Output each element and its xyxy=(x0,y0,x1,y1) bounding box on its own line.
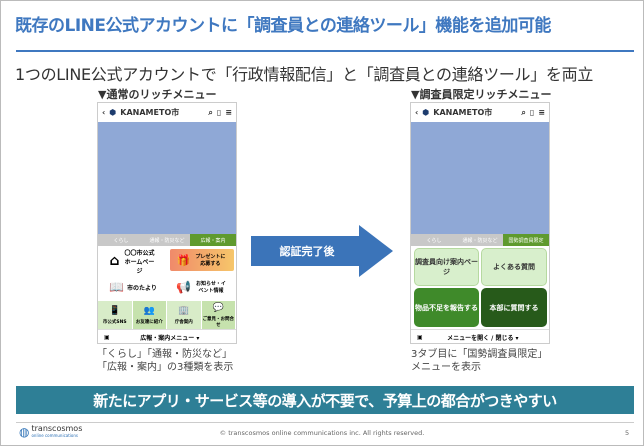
search-icon[interactable]: ⌕ xyxy=(521,107,526,117)
chat-area xyxy=(98,122,236,234)
faq-button[interactable]: よくある質問 xyxy=(481,248,547,286)
menu-icon[interactable]: ≡ xyxy=(538,108,545,117)
right-label: ▼調査員限定リッチメニュー xyxy=(411,88,552,101)
phone-normal-menu: ‹ ⬢ KANAMETO市 ⌕ ▯ ≡ くらし 通報・防災など 広報・案内 ⌂〇… xyxy=(97,102,237,344)
footer-divider xyxy=(16,422,634,423)
shield-icon: ⬢ xyxy=(109,108,117,117)
book-icon: 📖 xyxy=(109,280,125,294)
rich-menu: 調査員向け案内ページ よくある質問 物品不足を報告する 本部に質問する xyxy=(411,246,549,329)
tab-pr[interactable]: 広報・案内 xyxy=(190,234,236,246)
account-name: KANAMETO市 xyxy=(120,108,180,117)
refer-button[interactable]: 👥お友達に紹介 xyxy=(132,301,167,329)
tab-report[interactable]: 通報・防災など xyxy=(144,234,190,246)
arrow-label: 認証完了後 xyxy=(279,245,335,258)
copyright: © transcosmos online communications inc.… xyxy=(219,429,425,437)
tab-report[interactable]: 通報・防災など xyxy=(457,234,503,246)
chat-bubble-icon: 💬 xyxy=(212,302,224,313)
ask-hq-button[interactable]: 本部に質問する xyxy=(481,288,547,327)
title-divider xyxy=(16,50,634,52)
search-icon[interactable]: ⌕ xyxy=(208,107,213,117)
sns-button[interactable]: 📱市公式SNS xyxy=(98,301,133,329)
back-icon[interactable]: ‹ xyxy=(102,108,106,117)
company-logo: ◍ transcosmos online communications xyxy=(19,424,83,440)
logo-sub: online communications xyxy=(31,433,78,438)
gift-icon: 🎁 xyxy=(176,253,191,267)
tab-kurashi[interactable]: くらし xyxy=(411,234,457,246)
keyboard-icon: ▣ xyxy=(417,333,423,341)
arrow-icon xyxy=(251,225,393,277)
note-icon[interactable]: ▯ xyxy=(529,108,535,117)
line-header: ‹ ⬢ KANAMETO市 ⌕ ▯ ≡ xyxy=(98,103,236,122)
summary-banner: 新たにアプリ・サービス等の導入が不要で、予算上の都合がつきやすい xyxy=(16,386,634,414)
menu-icon[interactable]: ≡ xyxy=(225,108,232,117)
menu-toggle-bar[interactable]: ▣メニューを開く / 閉じる ▾ xyxy=(411,329,549,344)
right-caption: 3タブ目に「国勢調査員限定」メニューを表示 xyxy=(411,349,548,373)
slide-title: 既存のLINE公式アカウントに「調査員との連絡ツール」機能を追加可能 xyxy=(15,16,551,36)
back-icon[interactable]: ‹ xyxy=(415,108,419,117)
chat-area xyxy=(411,122,549,234)
homepage-button[interactable]: ⌂〇〇市公式ホームページ xyxy=(109,249,155,275)
left-label: ▼通常のリッチメニュー xyxy=(98,88,217,101)
megaphone-icon: 📢 xyxy=(176,280,191,294)
office-button[interactable]: 🏢庁舎案内 xyxy=(167,301,202,329)
globe-icon: ◍ xyxy=(19,425,30,439)
note-icon[interactable]: ▯ xyxy=(216,108,222,117)
left-caption: 「くらし」「通報・防災など」「広報・案内」の3種類を表示 xyxy=(97,349,234,373)
news-button[interactable]: 📖市のたより xyxy=(109,280,157,294)
line-header: ‹ ⬢ KANAMETO市 ⌕ ▯ ≡ xyxy=(411,103,549,122)
rich-menu: ⌂〇〇市公式ホームページ 🎁プレゼントに応募する 📖市のたより 📢お知らせ・イベ… xyxy=(98,246,236,329)
house-icon: ⌂ xyxy=(109,253,120,269)
page-number: 5 xyxy=(625,429,630,437)
guide-page-button[interactable]: 調査員向け案内ページ xyxy=(414,248,479,286)
tab-kurashi[interactable]: くらし xyxy=(98,234,144,246)
notice-button[interactable]: 📢お知らせ・イベント情報 xyxy=(176,280,226,294)
present-button[interactable]: 🎁プレゼントに応募する xyxy=(170,249,234,271)
menu-tabs: くらし 通報・防災など 広報・案内 xyxy=(98,234,236,246)
tab-surveyor[interactable]: 国勢調査員限定 xyxy=(503,234,549,246)
shield-icon: ⬢ xyxy=(422,108,430,117)
phone-icon: 📱 xyxy=(109,305,121,316)
building-icon: 🏢 xyxy=(178,305,190,316)
report-shortage-button[interactable]: 物品不足を報告する xyxy=(414,288,479,327)
logo-main: transcosmos xyxy=(31,424,83,433)
slide-subtitle: 1つのLINE公式アカウントで「行政情報配信」と「調査員との連絡ツール」を両立 xyxy=(15,65,594,84)
people-icon: 👥 xyxy=(143,305,155,316)
contact-button[interactable]: 💬ご意見・お問合せ xyxy=(201,301,236,329)
menu-toggle-bar[interactable]: ▣広報・案内メニュー ▾ xyxy=(98,329,236,344)
menu-tabs: くらし 通報・防災など 国勢調査員限定 xyxy=(411,234,549,246)
phone-surveyor-menu: ‹ ⬢ KANAMETO市 ⌕ ▯ ≡ くらし 通報・防災など 国勢調査員限定 … xyxy=(410,102,550,344)
account-name: KANAMETO市 xyxy=(433,108,493,117)
keyboard-icon: ▣ xyxy=(104,333,110,341)
